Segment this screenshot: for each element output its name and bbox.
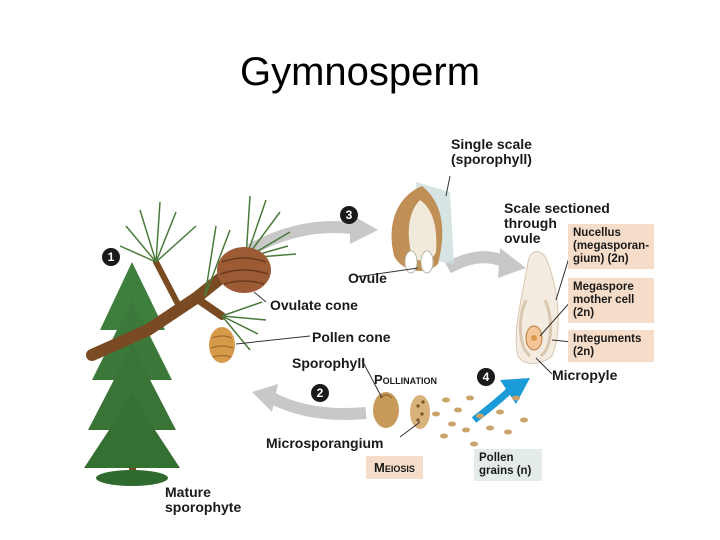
label-ovule: Ovule xyxy=(348,270,387,286)
label-pollen-cone: Pollen cone xyxy=(312,329,391,345)
ovulate-cone xyxy=(217,247,271,293)
label-microsporangium: Microsporangium xyxy=(266,435,384,451)
label-pollination: Pollination xyxy=(374,372,437,387)
label-ovulate-cone: Ovulate cone xyxy=(270,297,358,313)
scale-section-ovule xyxy=(515,251,559,364)
arrow-to-section-head xyxy=(498,248,526,278)
blue-arrow-head xyxy=(500,378,530,404)
mature-sporophyte-tree xyxy=(84,262,180,486)
pollen-grains xyxy=(432,395,528,447)
label-integuments: Integuments(2n) xyxy=(568,330,654,362)
label-micropyle: Micropyle xyxy=(552,367,618,383)
page-title: Gymnosperm xyxy=(239,50,481,94)
step-4-badge: 4 xyxy=(477,368,495,386)
arrow-to-section xyxy=(445,251,508,274)
step-2-badge: 2 xyxy=(311,384,329,402)
label-meiosis: Meiosis xyxy=(366,456,423,479)
single-scale-sporophyll xyxy=(391,182,454,274)
label-sporophyll: Sporophyll xyxy=(292,355,366,371)
label-nucellus: Nucellus(megasporan-gium) (2n) xyxy=(568,224,654,269)
pollen-cone xyxy=(209,327,235,363)
label-single-scale: Single scale(sporophyll) xyxy=(451,136,532,167)
arrow-to-scale-head xyxy=(350,214,378,244)
sporophyll-pollen-sac xyxy=(373,392,430,429)
step-3-badge: 3 xyxy=(340,206,358,224)
arrow-pollination-head xyxy=(252,384,278,412)
step-1-badge: 1 xyxy=(102,248,120,266)
arrow-to-scale xyxy=(247,220,353,256)
arrow-pollination xyxy=(269,392,367,420)
